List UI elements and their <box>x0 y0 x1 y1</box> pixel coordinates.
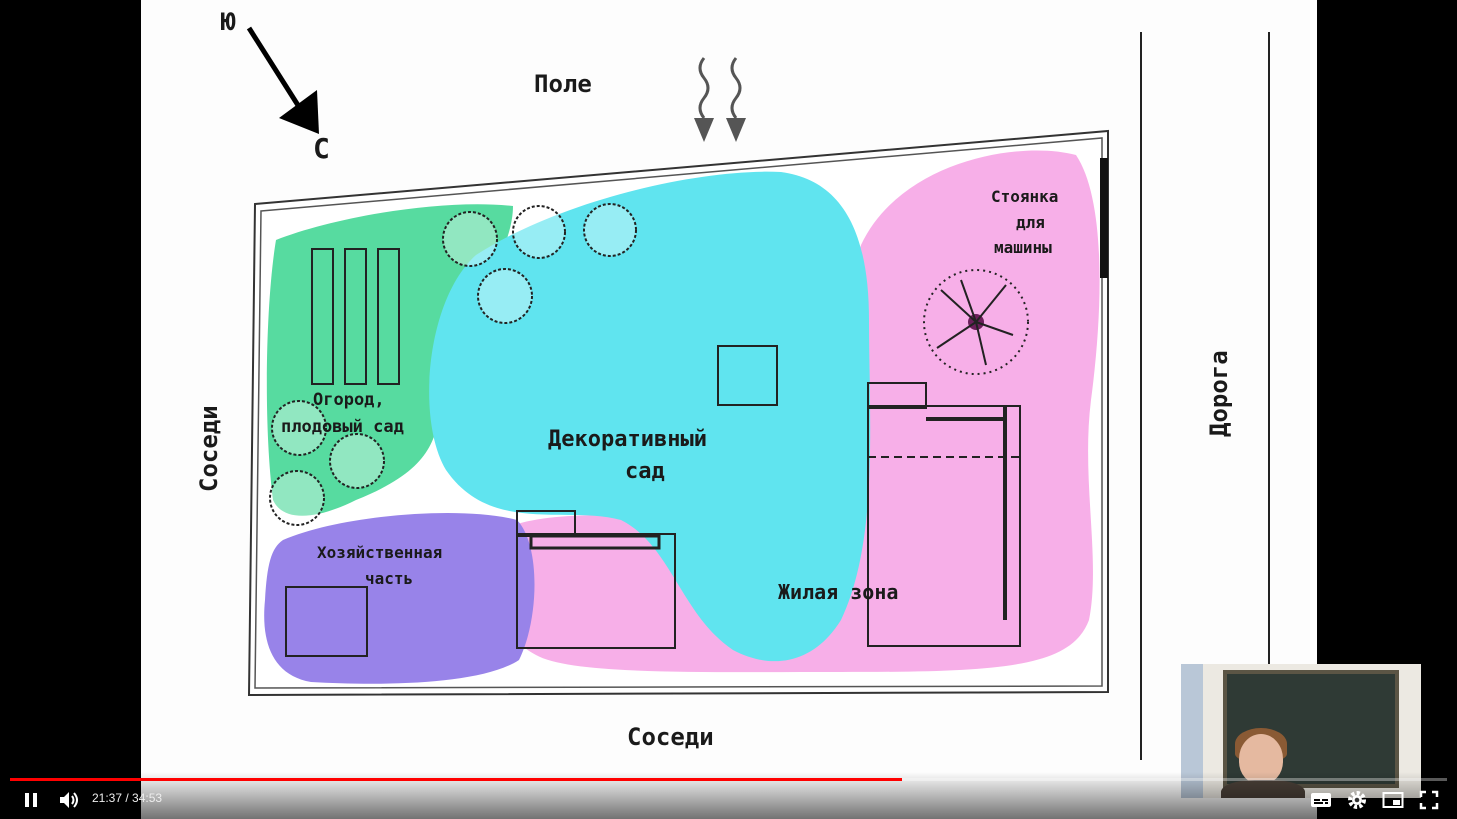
zone-vegetable-label-1: Огород, <box>313 390 385 410</box>
garden-bed-3 <box>377 248 400 385</box>
pause-button[interactable] <box>17 786 45 814</box>
zone-decorative-label-1: Декоративный <box>548 427 707 452</box>
zone-vegetable-label-2: плодовый сад <box>281 417 404 437</box>
plan-shape <box>1432 790 1439 797</box>
zone-parking-label-1: Стоянка <box>991 187 1058 206</box>
wind-arrow-left <box>698 57 710 119</box>
plan-shape <box>516 533 676 649</box>
plan-shape <box>73 792 78 808</box>
compass-north-label: С <box>313 132 330 165</box>
fullscreen-icon <box>1419 790 1439 810</box>
settings-button[interactable] <box>1343 786 1371 814</box>
plan-shape <box>1325 802 1328 804</box>
plan-shape <box>71 795 75 805</box>
progress-bar-played <box>10 778 903 781</box>
pause-icon <box>25 793 37 807</box>
tree <box>329 433 385 489</box>
plan-shape <box>1419 790 1426 797</box>
subtitles-icon <box>1311 793 1331 807</box>
utility-shed <box>285 586 368 657</box>
plan-shape <box>1322 799 1328 801</box>
zone-parking-label-3: машины <box>994 238 1052 257</box>
plan-shape <box>726 118 746 142</box>
wind-arrow-right <box>730 57 742 119</box>
plan-shape <box>1419 803 1426 810</box>
webcam-window <box>1181 664 1203 798</box>
plan-shape <box>1348 791 1366 809</box>
zone-decorative <box>429 171 871 662</box>
plan-shape <box>60 792 69 808</box>
road-label: Дорога <box>1205 350 1233 437</box>
plan-shape <box>529 534 661 550</box>
plan-shape <box>1432 803 1439 810</box>
house-outline <box>867 382 1021 647</box>
outbuilding-outline <box>516 510 676 649</box>
time-separator: / <box>122 791 133 805</box>
plan-shape <box>33 793 37 807</box>
tree <box>512 205 566 259</box>
subtitles-button[interactable] <box>1307 786 1335 814</box>
miniplayer-button[interactable] <box>1379 786 1407 814</box>
time-current: 21:37 <box>92 791 123 805</box>
zone-utility <box>264 512 535 684</box>
time-total: 34:53 <box>132 791 163 805</box>
tree <box>271 400 327 456</box>
plan-shape <box>936 279 1014 366</box>
left-neighbors-label: Соседи <box>195 405 223 492</box>
tree <box>269 470 325 526</box>
compass-arrow-line <box>246 26 304 112</box>
gate-marker <box>1100 158 1108 278</box>
volume-icon <box>60 792 78 808</box>
plan-shape <box>1382 792 1404 808</box>
plan-shape <box>923 269 1029 375</box>
trees <box>269 203 637 526</box>
zone-utility-label-1: Хозяйственная <box>317 543 442 562</box>
gear-icon <box>1348 791 1366 809</box>
plan-shape <box>1354 797 1360 803</box>
field-label: Поле <box>534 70 592 98</box>
miniplayer-icon <box>1382 792 1404 808</box>
compass-south-label: Ю <box>221 8 236 36</box>
garden-bed-1 <box>311 248 334 385</box>
plan-shape <box>25 793 29 807</box>
bottom-neighbors-label: Соседи <box>627 723 714 751</box>
time-display: 21:37 / 34:53 <box>92 791 162 805</box>
plot-boundary-inner <box>254 137 1103 689</box>
zone-vegetable <box>266 204 513 516</box>
zone-living <box>487 150 1100 673</box>
zone-utility-label-2: часть <box>365 569 413 588</box>
plan-shape <box>867 405 1021 647</box>
tree <box>583 203 637 257</box>
tree <box>477 268 533 324</box>
zone-parking-label-2: для <box>1016 213 1045 232</box>
plan-shape <box>1314 799 1320 801</box>
plan-shape <box>1393 800 1400 805</box>
fullscreen-button[interactable] <box>1415 786 1443 814</box>
ornamental-tree <box>923 269 1029 375</box>
compass-arrow-head <box>279 90 319 134</box>
progress-bar[interactable] <box>10 778 1447 781</box>
plan-shape <box>867 382 927 409</box>
garden-bed-2 <box>344 248 367 385</box>
gazebo-square <box>717 345 778 406</box>
tree <box>442 211 498 267</box>
site-plan-drawing: Ю С Поле Дорога Соседи Соседи <box>195 8 1270 760</box>
zone-decorative-label-2: сад <box>625 459 665 484</box>
video-frame: Ю С Поле Дорога Соседи Соседи <box>141 0 1317 819</box>
zone-living-label: Жилая зона <box>778 580 898 604</box>
volume-button[interactable] <box>54 786 82 814</box>
plan-shape <box>264 150 1100 684</box>
plan-shape <box>694 118 714 142</box>
plan-shape <box>1314 802 1323 804</box>
